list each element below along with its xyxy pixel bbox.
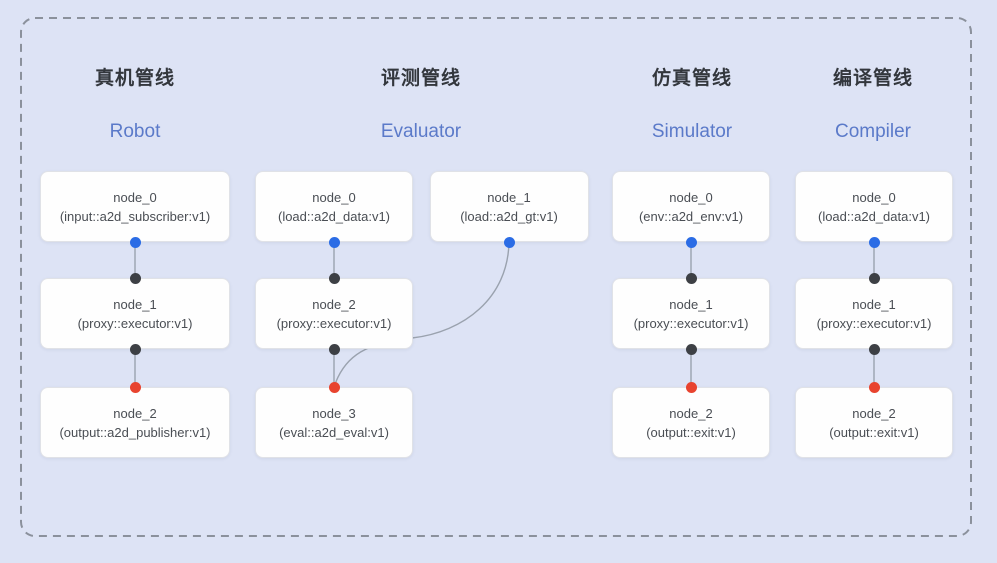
graph-node-evaluator-node_2: node_2(proxy::executor:v1) bbox=[255, 278, 413, 349]
pipeline-title-en-evaluator: Evaluator bbox=[380, 121, 462, 142]
port-red-dot-simulator-node_2-top bbox=[685, 381, 697, 393]
node-operator-text: (proxy::executor:v1) bbox=[633, 315, 749, 331]
node-operator-text: (eval::a2d_eval:v1) bbox=[279, 424, 389, 440]
graph-node-robot-node_1: node_1(proxy::executor:v1) bbox=[40, 278, 230, 349]
node-id-text: node_2 bbox=[113, 405, 157, 421]
node-id-text: node_2 bbox=[312, 296, 356, 312]
pipeline-title-zh-compiler: 编译管线 bbox=[832, 68, 914, 89]
port-dark-dot-compiler-node_1-bottom bbox=[868, 343, 880, 355]
node-id-text: node_1 bbox=[852, 296, 896, 312]
pipeline-title-en-compiler: Compiler bbox=[834, 121, 912, 142]
node-operator-text: (output::a2d_publisher:v1) bbox=[59, 424, 211, 440]
node-id-text: node_0 bbox=[852, 189, 896, 205]
pipeline-title-zh-robot: 真机管线 bbox=[94, 68, 176, 89]
port-dark-dot-robot-node_1-bottom bbox=[129, 343, 141, 355]
graph-node-compiler-node_1: node_1(proxy::executor:v1) bbox=[795, 278, 953, 349]
port-dark-dot-simulator-node_1-bottom bbox=[685, 343, 697, 355]
port-blue-dot-simulator-node_0-bottom bbox=[685, 236, 697, 248]
pipeline-title-en-simulator: Simulator bbox=[651, 121, 733, 142]
port-blue-dot-robot-node_0-bottom bbox=[129, 236, 141, 248]
port-dark-dot-simulator-node_1-top bbox=[685, 272, 697, 284]
graph-node-compiler-node_2: node_2(output::exit:v1) bbox=[795, 387, 953, 458]
port-dark-dot-robot-node_1-top bbox=[129, 272, 141, 284]
port-blue-dot-compiler-node_0-bottom bbox=[868, 236, 880, 248]
port-dark-dot-evaluator-node_2-top bbox=[328, 272, 340, 284]
port-blue-dot-evaluator-node_1-bottom bbox=[503, 236, 515, 248]
node-operator-text: (env::a2d_env:v1) bbox=[638, 208, 744, 224]
node-id-text: node_1 bbox=[669, 296, 713, 312]
node-operator-text: (load::a2d_gt:v1) bbox=[460, 208, 558, 224]
port-dark-dot-evaluator-node_2-bottom bbox=[328, 343, 340, 355]
port-dark-dot-compiler-node_1-top bbox=[868, 272, 880, 284]
graph-node-robot-node_2: node_2(output::a2d_publisher:v1) bbox=[40, 387, 230, 458]
node-id-text: node_2 bbox=[669, 405, 713, 421]
node-operator-text: (proxy::executor:v1) bbox=[77, 315, 193, 331]
node-operator-text: (proxy::executor:v1) bbox=[816, 315, 932, 331]
node-id-text: node_0 bbox=[113, 189, 157, 205]
graph-node-compiler-node_0: node_0(load::a2d_data:v1) bbox=[795, 171, 953, 242]
node-id-text: node_0 bbox=[669, 189, 713, 205]
node-operator-text: (output::exit:v1) bbox=[646, 424, 736, 440]
port-red-dot-evaluator-node_3-top bbox=[328, 381, 340, 393]
graph-node-simulator-node_0: node_0(env::a2d_env:v1) bbox=[612, 171, 770, 242]
node-operator-text: (input::a2d_subscriber:v1) bbox=[59, 208, 211, 224]
graph-node-evaluator-node_3: node_3(eval::a2d_eval:v1) bbox=[255, 387, 413, 458]
node-operator-text: (proxy::executor:v1) bbox=[276, 315, 392, 331]
pipeline-title-zh-evaluator: 评测管线 bbox=[380, 68, 462, 89]
node-operator-text: (load::a2d_data:v1) bbox=[277, 208, 391, 224]
graph-node-simulator-node_1: node_1(proxy::executor:v1) bbox=[612, 278, 770, 349]
graph-node-evaluator-node_0: node_0(load::a2d_data:v1) bbox=[255, 171, 413, 242]
graph-node-simulator-node_2: node_2(output::exit:v1) bbox=[612, 387, 770, 458]
node-id-text: node_2 bbox=[852, 405, 896, 421]
dashed-frame-border bbox=[20, 17, 972, 537]
node-id-text: node_3 bbox=[312, 405, 356, 421]
pipeline-title-zh-simulator: 仿真管线 bbox=[651, 68, 733, 89]
node-operator-text: (output::exit:v1) bbox=[829, 424, 919, 440]
port-red-dot-compiler-node_2-top bbox=[868, 381, 880, 393]
graph-node-evaluator-node_1: node_1(load::a2d_gt:v1) bbox=[429, 171, 589, 242]
graph-node-robot-node_0: node_0(input::a2d_subscriber:v1) bbox=[40, 171, 230, 242]
port-blue-dot-evaluator-node_0-bottom bbox=[328, 236, 340, 248]
node-operator-text: (load::a2d_data:v1) bbox=[817, 208, 931, 224]
pipeline-title-en-robot: Robot bbox=[109, 121, 161, 142]
node-id-text: node_1 bbox=[113, 296, 157, 312]
node-id-text: node_1 bbox=[487, 189, 531, 205]
node-id-text: node_0 bbox=[312, 189, 356, 205]
port-red-dot-robot-node_2-top bbox=[129, 381, 141, 393]
